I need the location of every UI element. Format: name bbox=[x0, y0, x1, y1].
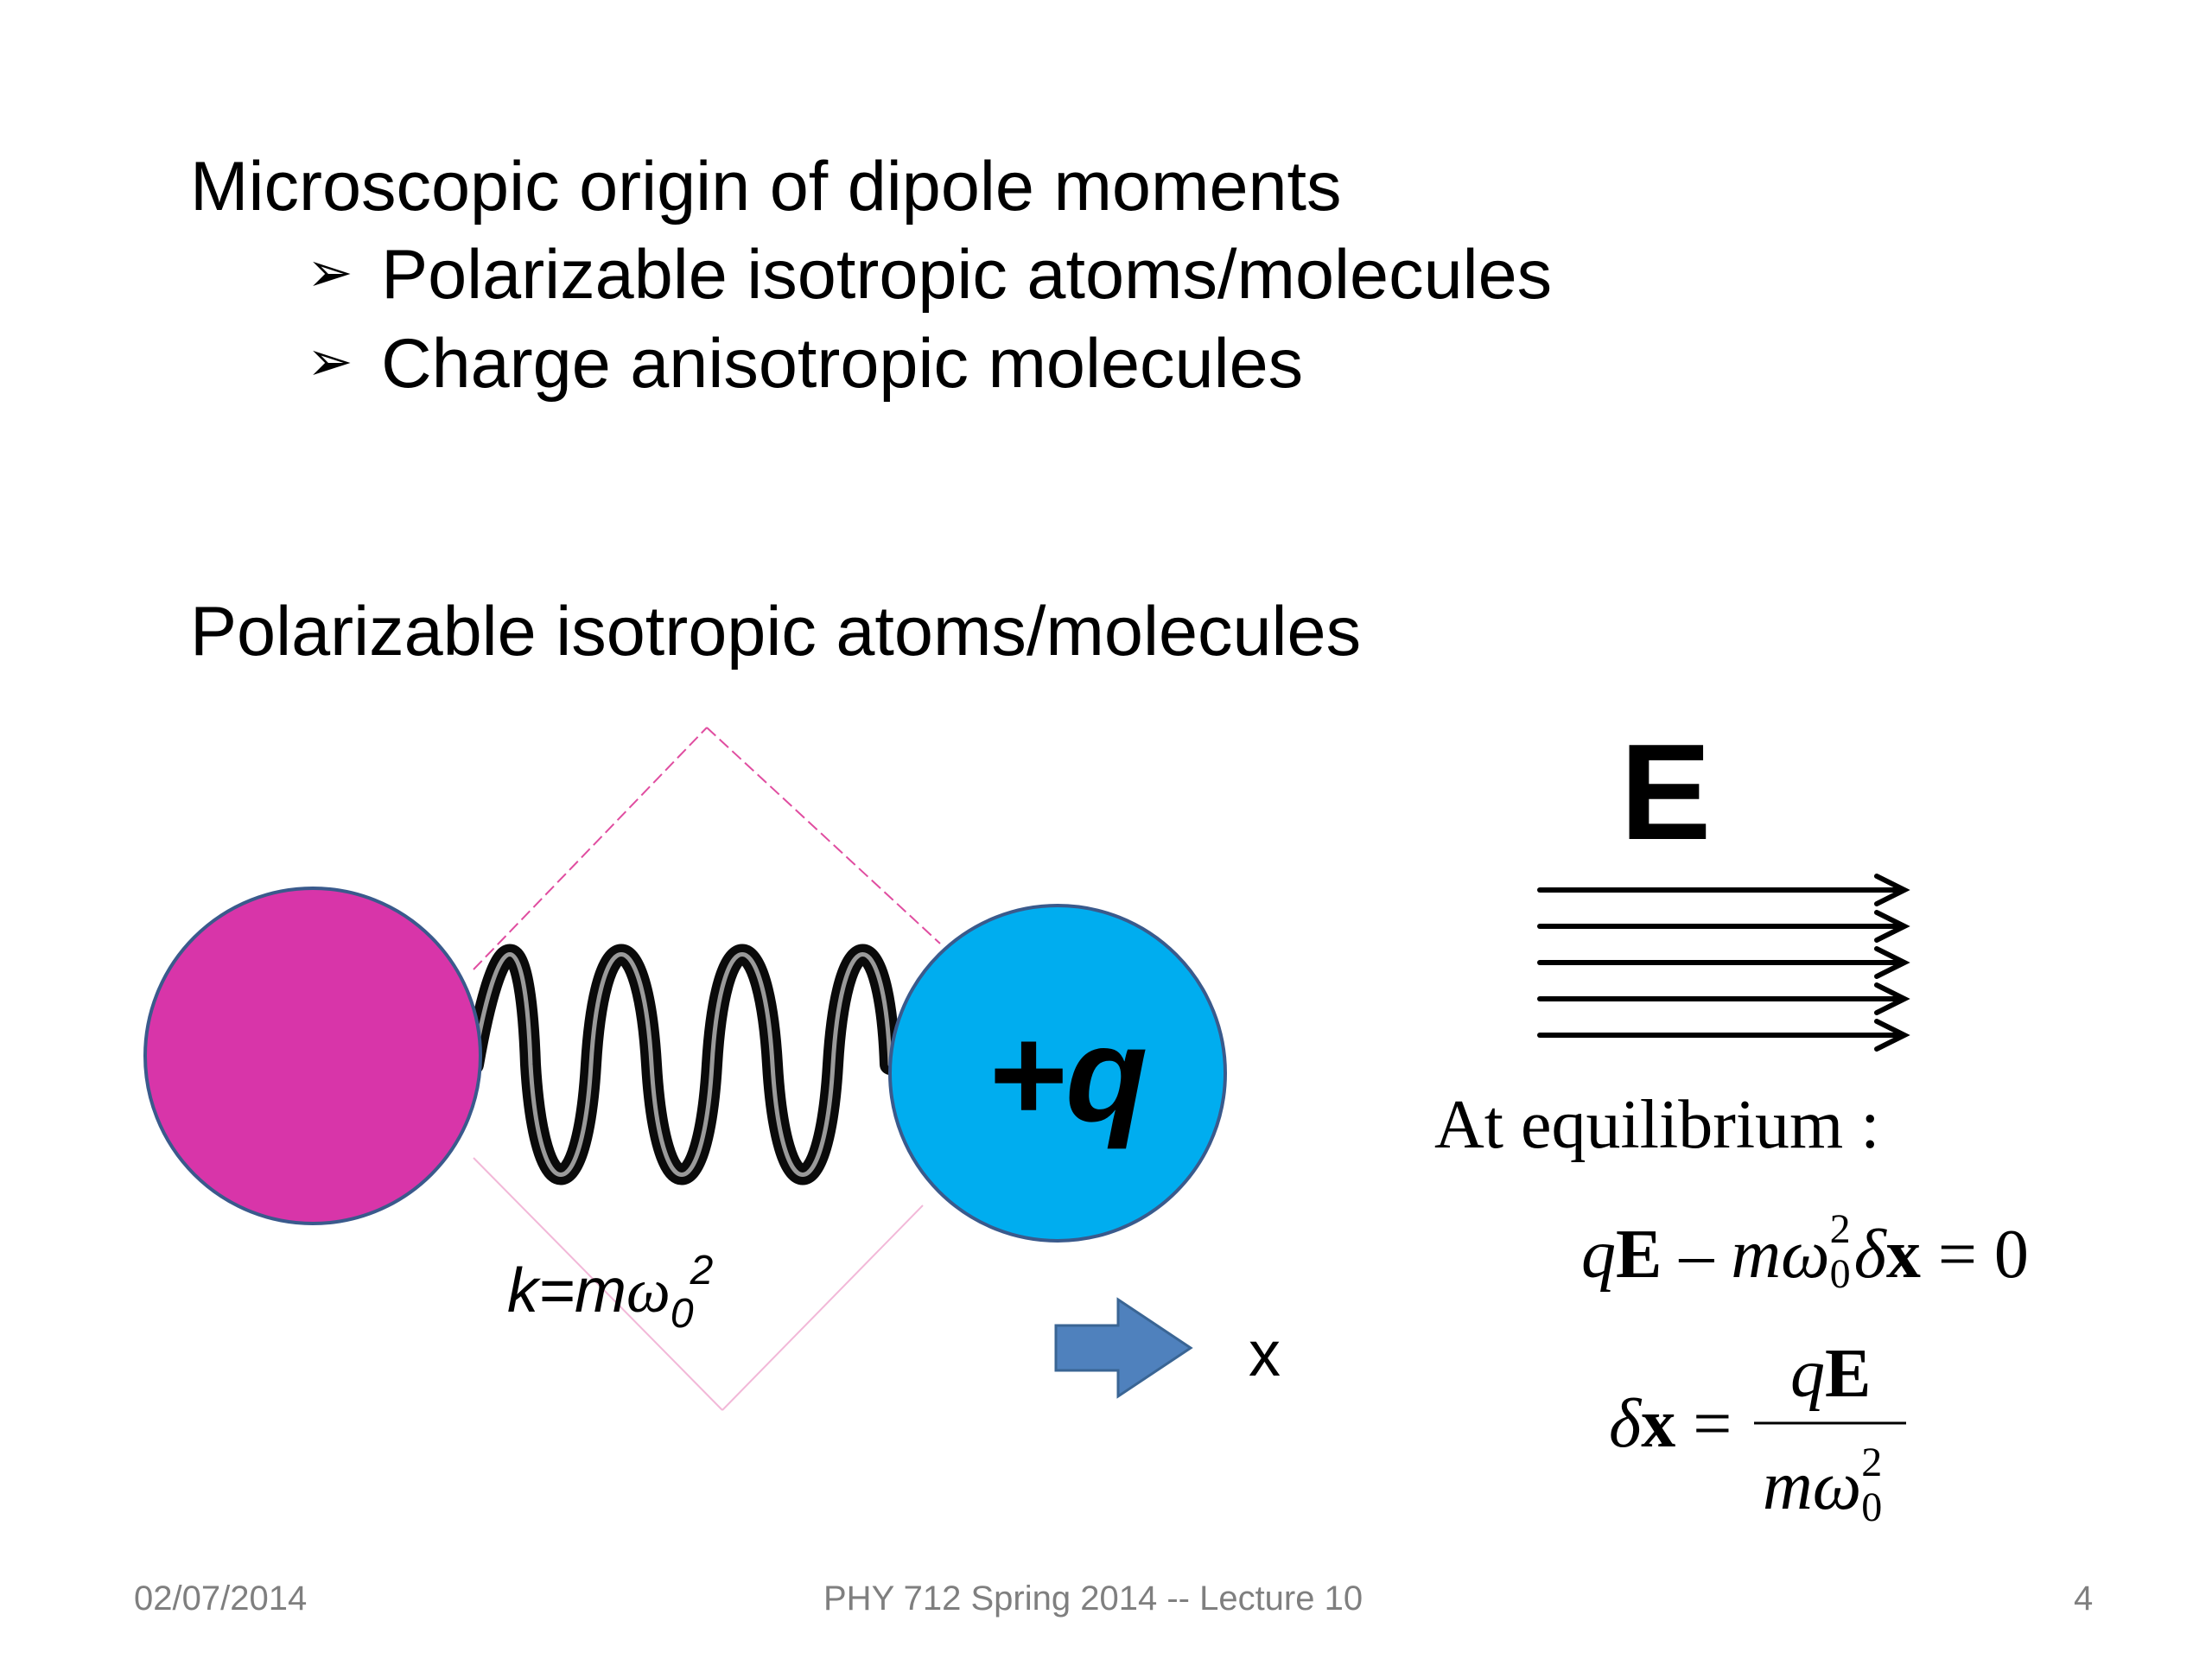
footer-date: 02/07/2014 bbox=[134, 1580, 307, 1618]
dashed-diamond bbox=[474, 728, 940, 969]
omega-symbol: ω bbox=[626, 1256, 671, 1325]
eq1-x: x bbox=[1886, 1217, 1921, 1293]
eq1-sub: 0 bbox=[1830, 1254, 1851, 1295]
equation-2-lhs: δx = bbox=[1609, 1389, 1732, 1459]
eq1-omega: ω bbox=[1781, 1217, 1829, 1293]
eq1-rhs: = 0 bbox=[1921, 1217, 2029, 1293]
eq2-den-sub: 0 bbox=[1861, 1487, 1882, 1529]
eq2-num-q: q bbox=[1790, 1336, 1825, 1412]
eq1-delta: δ bbox=[1854, 1217, 1886, 1293]
footer-course: PHY 712 Spring 2014 -- Lecture 10 bbox=[823, 1580, 1363, 1618]
eq2-den-omega: ω bbox=[1813, 1448, 1861, 1524]
field-label: E bbox=[1620, 724, 1711, 861]
omega-subscript: 0 bbox=[671, 1291, 694, 1337]
eq1-q: q bbox=[1581, 1217, 1616, 1293]
eq1-sup: 2 bbox=[1830, 1209, 1851, 1250]
neutral-atom-ball bbox=[145, 888, 480, 1224]
eq2-equals: = bbox=[1675, 1386, 1732, 1462]
footer-page-number: 4 bbox=[2074, 1580, 2093, 1618]
eq2-den-m: m bbox=[1763, 1448, 1813, 1524]
displacement-arrow-icon bbox=[1056, 1300, 1191, 1396]
eq2-num-E: E bbox=[1825, 1336, 1871, 1412]
field-lines bbox=[1540, 876, 1904, 1049]
spring-constant-label: k=mω02 bbox=[507, 1250, 713, 1335]
k-symbol: k bbox=[507, 1256, 538, 1325]
eq2-x: x bbox=[1641, 1386, 1675, 1462]
equals-m: =m bbox=[538, 1256, 626, 1325]
spring-coil bbox=[474, 955, 890, 1175]
omega-superscript: 2 bbox=[690, 1248, 714, 1294]
eq2-den-sup: 2 bbox=[1861, 1442, 1882, 1484]
equilibrium-heading: At equilibrium : bbox=[1434, 1090, 1880, 1160]
eq2-delta: δ bbox=[1609, 1386, 1641, 1462]
eq1-m: m bbox=[1731, 1217, 1781, 1293]
eq1-minus: – bbox=[1662, 1217, 1731, 1293]
equation-2-numerator: qE bbox=[1790, 1339, 1871, 1408]
charge-label: +q bbox=[987, 1007, 1147, 1142]
x-axis-label: x bbox=[1249, 1322, 1281, 1386]
eq1-E: E bbox=[1616, 1217, 1662, 1293]
